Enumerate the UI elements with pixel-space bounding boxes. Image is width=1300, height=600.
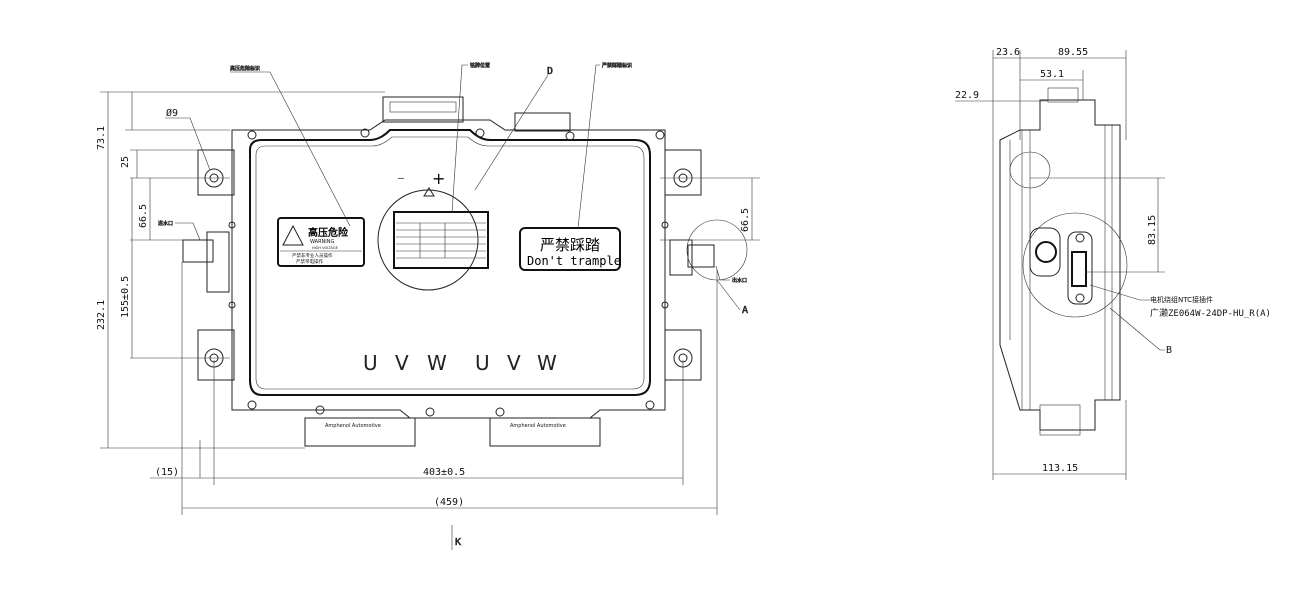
svg-text:V: V xyxy=(395,351,409,375)
svg-text:73.1: 73.1 xyxy=(96,126,107,150)
hv-connector-1: Amphenol Automotive xyxy=(304,417,416,447)
svg-text:W: W xyxy=(537,351,557,375)
svg-text:83.15: 83.15 xyxy=(1147,215,1158,245)
svg-text:K: K xyxy=(455,537,461,548)
hv-connector-2: Amphenol Automotive xyxy=(489,417,601,447)
svg-text:25: 25 xyxy=(120,156,131,168)
side-housing xyxy=(999,99,1121,431)
svg-text:Don't trample: Don't trample xyxy=(527,254,621,268)
svg-text:铭牌位置: 铭牌位置 xyxy=(470,62,490,69)
svg-text:(459): (459) xyxy=(434,497,464,508)
svg-text:高压危险标识: 高压危险标识 xyxy=(230,65,260,72)
svg-text:高压危险: 高压危险 xyxy=(308,226,349,239)
caution-icon xyxy=(423,187,435,197)
cover-inner xyxy=(255,136,645,390)
side-dimension-lines xyxy=(955,50,1165,480)
top-connector xyxy=(382,96,464,123)
svg-text:严禁非专业人员操作: 严禁非专业人员操作 xyxy=(292,252,333,259)
coolant-port xyxy=(1029,227,1061,277)
hv-warning-label: 高压危险 WARNING HIGH VOLTAGE 严禁非专业人员操作 严禁带电… xyxy=(277,217,365,267)
svg-text:403±0.5: 403±0.5 xyxy=(423,467,465,478)
svg-text:22.9: 22.9 xyxy=(955,90,979,101)
svg-text:23.6: 23.6 xyxy=(996,47,1020,58)
housing-flange xyxy=(231,119,666,419)
svg-text:HIGH VOLTAGE: HIGH VOLTAGE xyxy=(312,246,338,250)
svg-text:W: W xyxy=(427,351,447,375)
svg-text:B: B xyxy=(1166,345,1172,356)
svg-text:进水口: 进水口 xyxy=(158,220,173,227)
svg-text:V: V xyxy=(507,351,521,375)
plus-sign: + xyxy=(432,169,445,188)
svg-text:U: U xyxy=(363,351,378,375)
svg-text:Ø9: Ø9 xyxy=(166,107,178,119)
side-dimension-labels: 23.6 89.55 53.1 22.9 83.15 113.15 电机绕组NT… xyxy=(955,47,1271,474)
water-outlet-pipe xyxy=(669,239,715,276)
svg-text:53.1: 53.1 xyxy=(1040,69,1064,80)
bolts xyxy=(228,128,669,417)
svg-text:66.5: 66.5 xyxy=(138,204,149,228)
svg-text:出水口: 出水口 xyxy=(732,277,747,284)
svg-text:155±0.5: 155±0.5 xyxy=(120,276,131,318)
svg-text:电机绕组NTC接插件: 电机绕组NTC接插件 xyxy=(1150,295,1213,304)
svg-text:232.1: 232.1 xyxy=(96,300,107,330)
svg-text:A: A xyxy=(742,305,748,316)
nameplate xyxy=(393,211,489,269)
svg-text:严禁踩踏: 严禁踩踏 xyxy=(540,236,600,254)
front-view: Amphenol Automotive Amphenol Automotive … xyxy=(96,62,760,550)
signal-connector xyxy=(514,112,571,132)
svg-text:Amphenol Automotive: Amphenol Automotive xyxy=(325,423,381,429)
leader-lines: 高压危险标识 铭牌位置 D 严禁踩踏标识 进水口 出水口 A K xyxy=(158,62,748,550)
side-view: 23.6 89.55 53.1 22.9 83.15 113.15 电机绕组NT… xyxy=(955,47,1271,480)
svg-text:广濑ZE064W-24DP-HU_R(A): 广濑ZE064W-24DP-HU_R(A) xyxy=(1150,307,1271,319)
svg-text:WARNING: WARNING xyxy=(310,239,335,245)
dimension-lines xyxy=(100,91,760,515)
svg-text:U: U xyxy=(475,351,490,375)
dimension-labels: 73.1 25 66.5 155±0.5 232.1 Ø9 (15) 403±0… xyxy=(96,107,751,508)
svg-text:严禁踩踏标识: 严禁踩踏标识 xyxy=(602,62,632,69)
svg-text:113.15: 113.15 xyxy=(1042,463,1078,474)
ntc-connector xyxy=(1067,231,1093,305)
mount-ear xyxy=(664,149,702,196)
svg-text:Amphenol Automotive: Amphenol Automotive xyxy=(510,423,566,429)
mount-ear xyxy=(197,329,235,381)
mount-ear xyxy=(197,149,235,196)
detail-circle-B xyxy=(1022,212,1128,318)
svg-text:89.55: 89.55 xyxy=(1058,47,1088,58)
svg-text:D: D xyxy=(547,66,553,77)
svg-text:(15): (15) xyxy=(155,467,179,478)
svg-text:严禁带电操作: 严禁带电操作 xyxy=(296,258,323,265)
no-step-label: 严禁踩踏 Don't trample xyxy=(519,227,621,271)
svg-text:66.5: 66.5 xyxy=(740,208,751,232)
water-inlet-pipe xyxy=(182,231,230,293)
phase-markings: U V W U V W xyxy=(363,351,557,375)
housing-cover xyxy=(249,129,651,396)
minus-sign: — xyxy=(398,173,405,184)
